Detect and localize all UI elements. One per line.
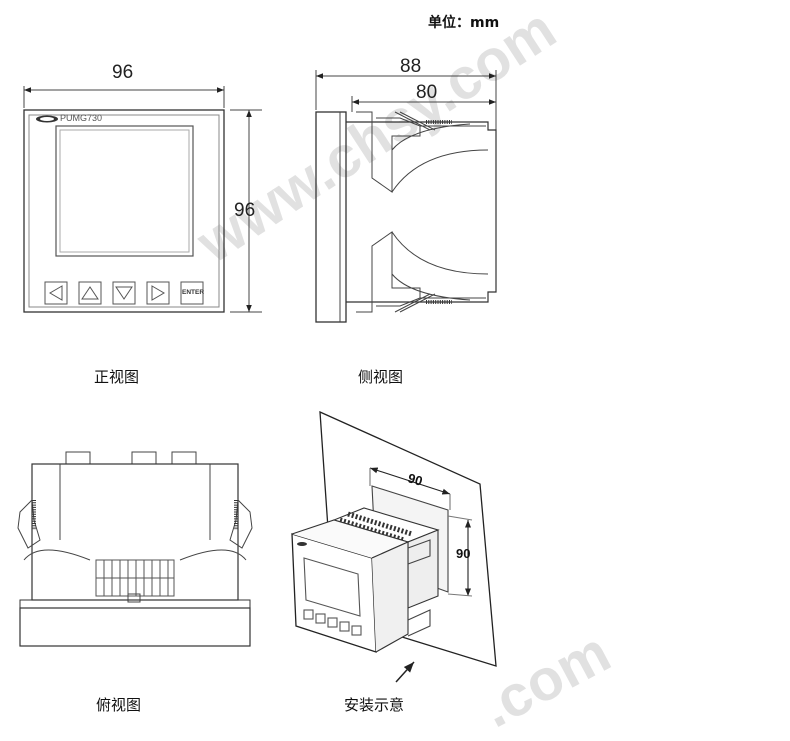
install-height-dimension: 90	[456, 546, 471, 561]
right-arrow-icon	[151, 285, 165, 301]
enter-button-label: ENTER	[182, 289, 205, 296]
side-view	[315, 70, 497, 323]
install-view-caption: 安装示意	[344, 696, 405, 714]
side-inner-dimension: 80	[416, 82, 438, 103]
front-view	[23, 86, 262, 313]
install-view	[291, 410, 497, 683]
unit-label: 单位：mm	[428, 15, 500, 31]
side-outer-dimension: 88	[400, 56, 422, 77]
left-arrow-icon	[49, 285, 63, 301]
top-view-caption: 俯视图	[96, 696, 142, 714]
model-label: PUMG730	[60, 113, 103, 123]
up-arrow-icon	[81, 286, 99, 300]
front-view-caption: 正视图	[94, 368, 140, 386]
brand-logo-icon	[36, 115, 58, 123]
front-width-dimension: 96	[112, 62, 134, 83]
front-height-dimension: 96	[234, 200, 256, 221]
down-arrow-icon	[115, 286, 133, 300]
side-view-caption: 侧视图	[358, 368, 404, 386]
top-view	[17, 451, 253, 647]
